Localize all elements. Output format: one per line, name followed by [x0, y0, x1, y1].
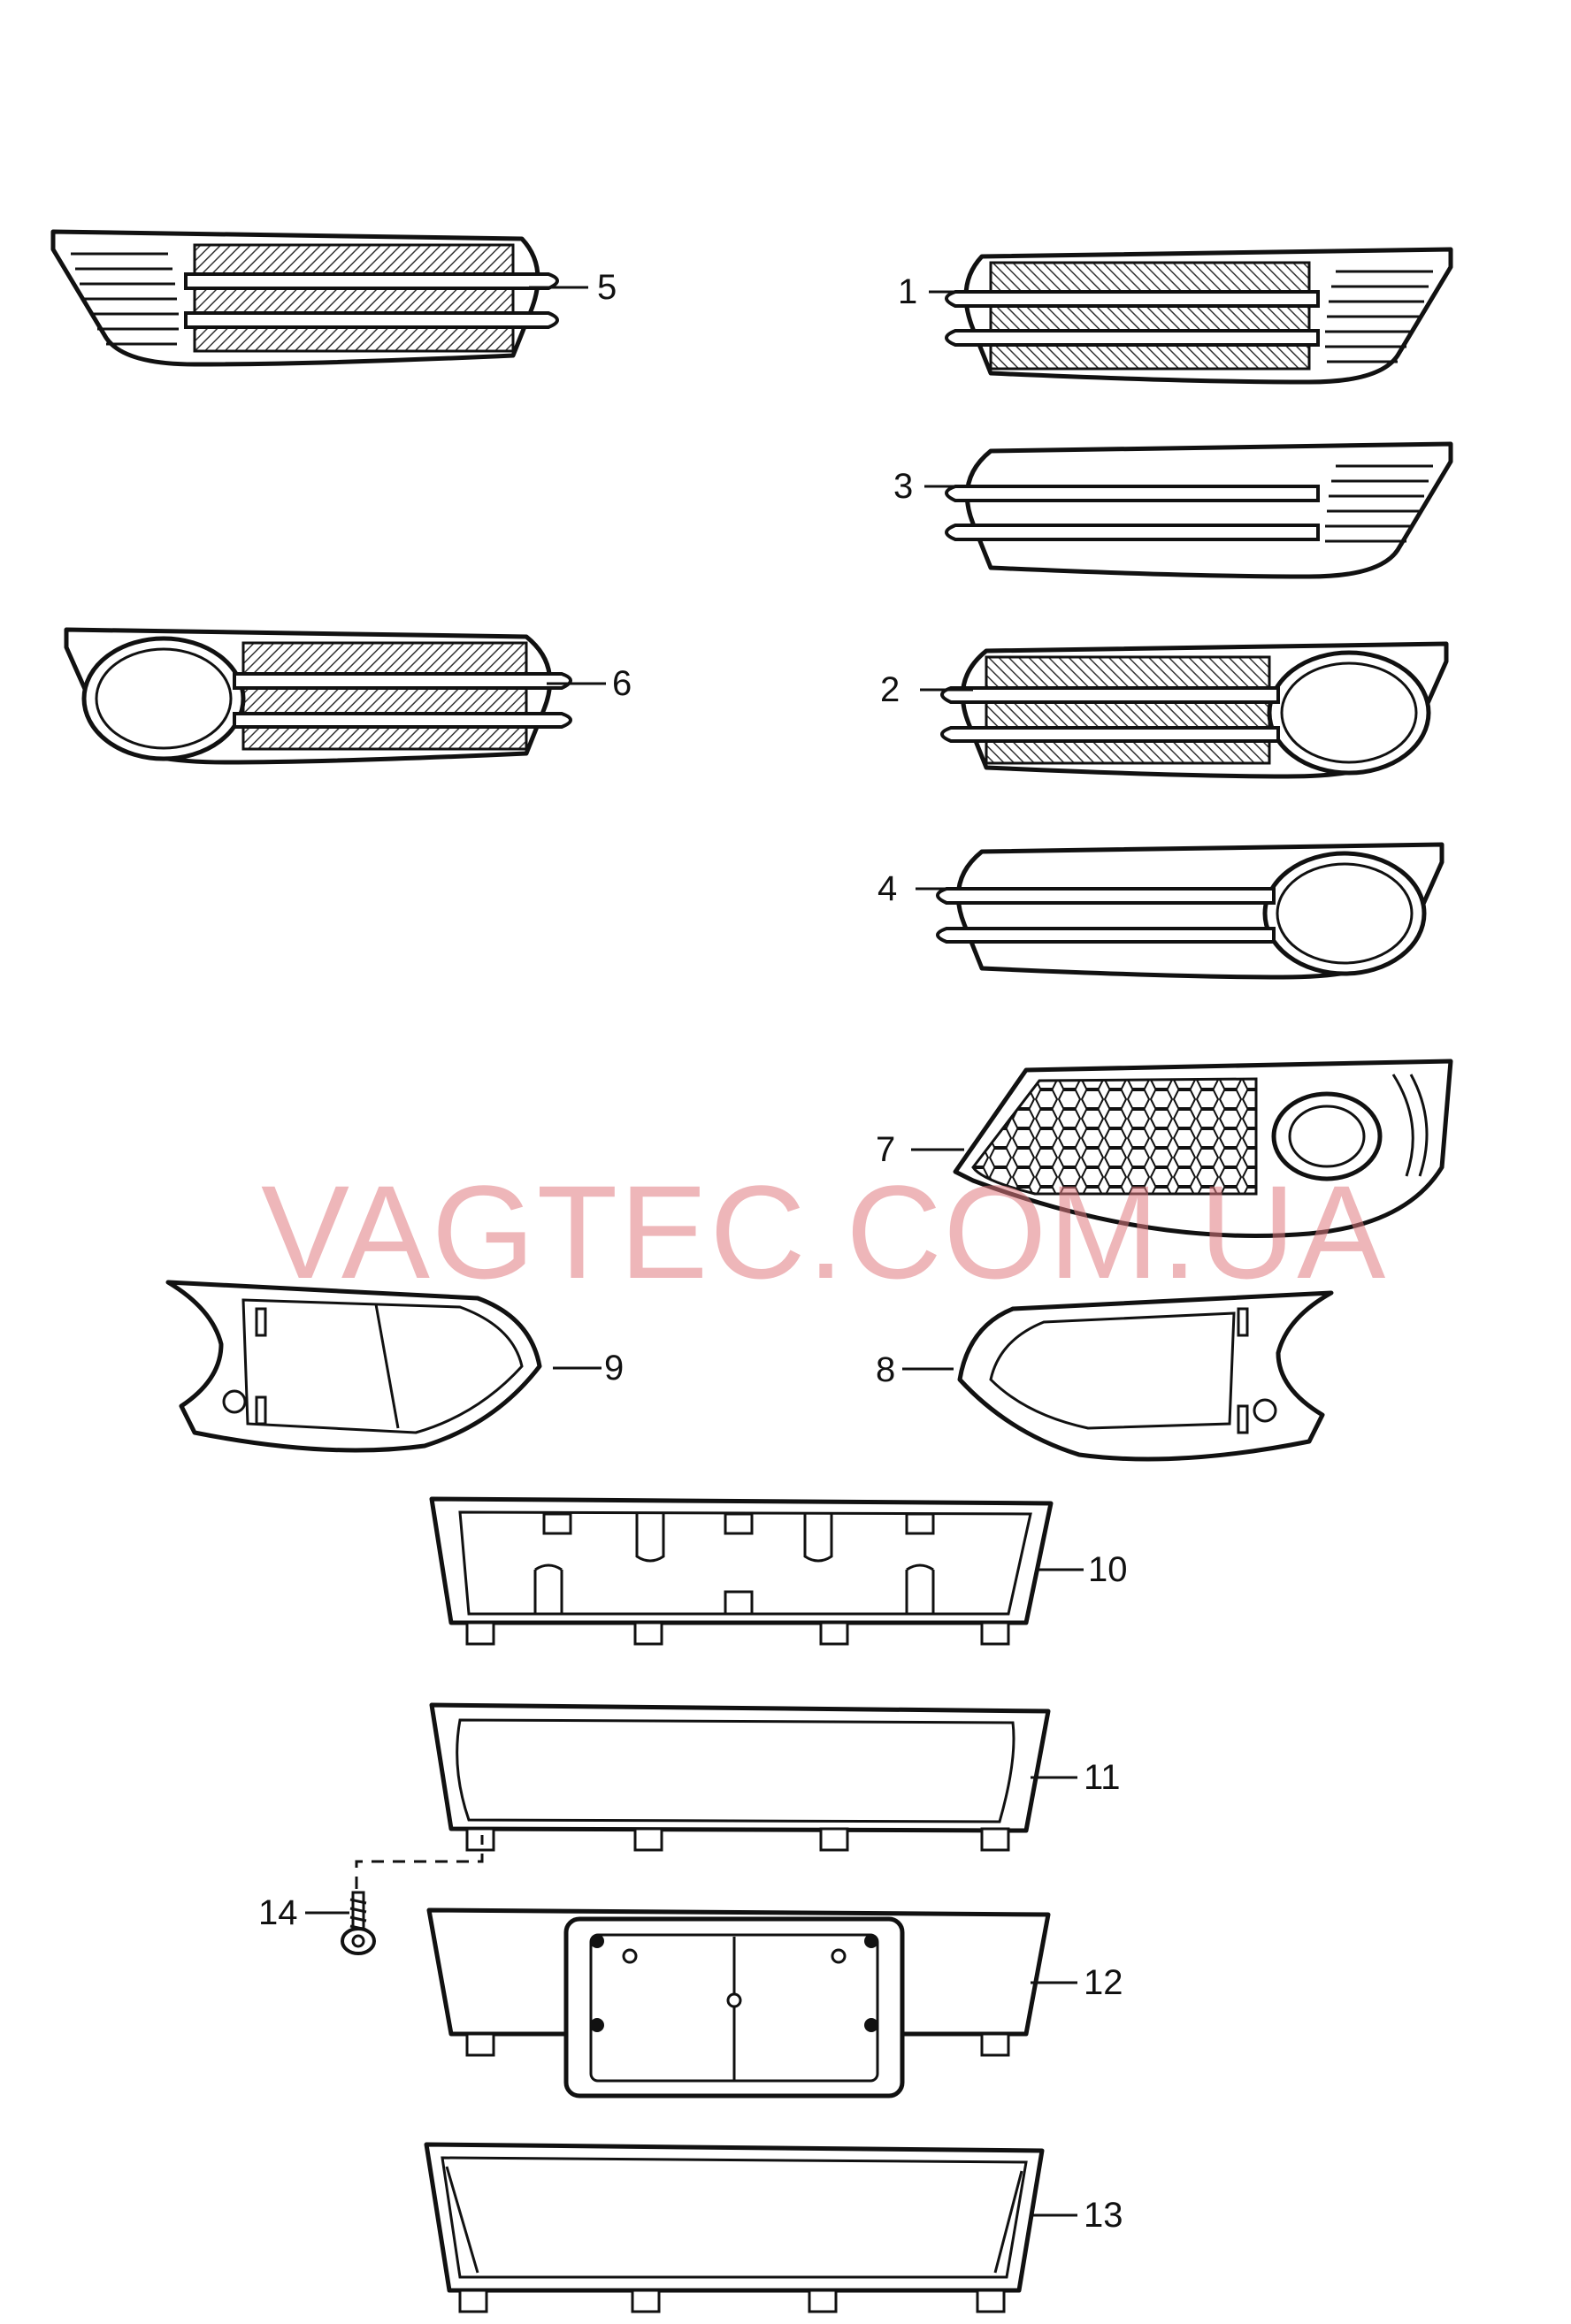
callout-1: 1 — [898, 272, 917, 311]
callout-12: 12 — [1084, 1963, 1123, 2002]
part-9-bracket — [165, 1280, 542, 1453]
callout-9: 9 — [604, 1349, 624, 1388]
part-11-trim-panel — [429, 1702, 1051, 1852]
callout-2: 2 — [880, 670, 900, 709]
callout-10: 10 — [1088, 1550, 1128, 1589]
callout-8: 8 — [876, 1350, 895, 1389]
part-12-plate-holder — [426, 1907, 1051, 2098]
callout-7: 7 — [876, 1130, 895, 1169]
callout-3: 3 — [893, 467, 913, 506]
part-13-frame — [424, 2142, 1045, 2313]
part-5-grille — [53, 232, 557, 364]
leader-lines — [305, 286, 1084, 2217]
part-7-honeycomb-grille — [953, 1059, 1453, 1238]
part-6-grille — [66, 630, 571, 762]
callout-14: 14 — [258, 1893, 298, 1932]
callout-4: 4 — [877, 869, 897, 908]
part-4-grille — [936, 842, 1445, 980]
callout-13: 13 — [1084, 2196, 1123, 2235]
part-14-screw — [341, 1835, 484, 1955]
part-10-plate-carrier — [429, 1496, 1054, 1646]
callout-6: 6 — [612, 664, 632, 703]
part-2-grille — [942, 644, 1446, 776]
part-8-bracket — [957, 1290, 1334, 1462]
watermark: VAGTEC.COM.UA — [261, 1158, 1387, 1306]
part-1-grille — [946, 249, 1451, 382]
callout-5: 5 — [597, 268, 617, 307]
callout-11: 11 — [1084, 1758, 1121, 1797]
part-3-grille — [945, 441, 1453, 579]
